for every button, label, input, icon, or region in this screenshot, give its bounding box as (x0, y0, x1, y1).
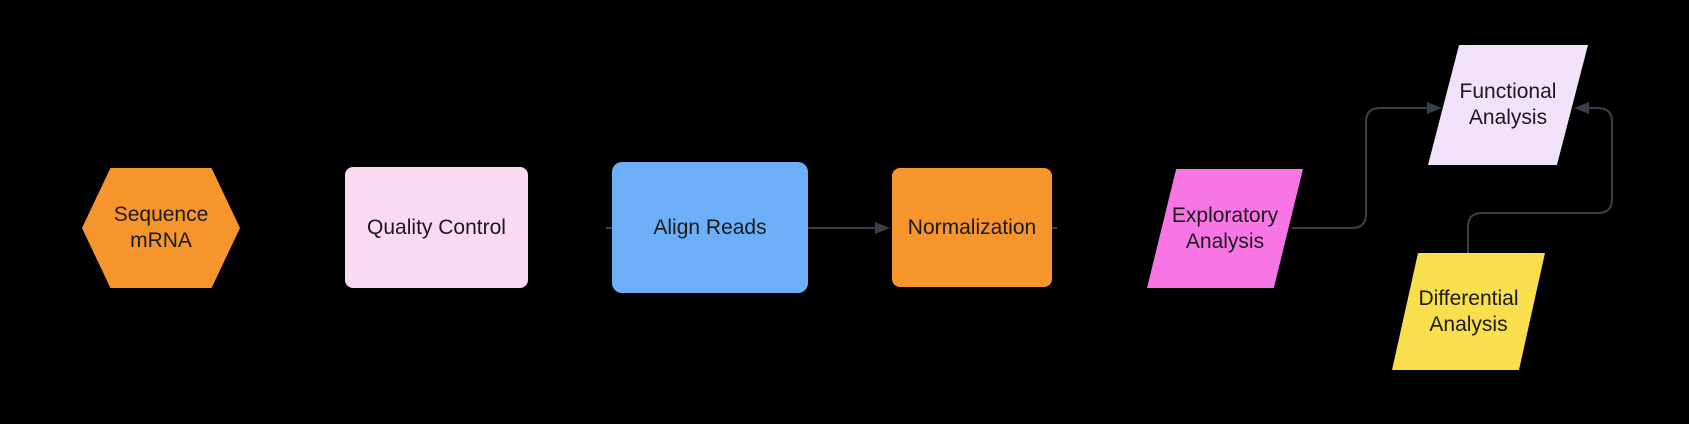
arrowhead-right-icon (1427, 102, 1442, 114)
node-differential-analysis-label: Differential Analysis (1418, 286, 1519, 336)
arrowhead-left-icon (1574, 102, 1589, 114)
node-normalization-label: Normalization (907, 215, 1037, 239)
edge-line (1467, 107, 1613, 253)
edge-align-reads-to-normalization[interactable] (808, 222, 890, 234)
node-align-reads[interactable]: Align Reads (612, 162, 808, 293)
node-functional-analysis-label: Functional Analysis (1459, 80, 1557, 129)
edge-line (1292, 107, 1427, 229)
node-quality-control[interactable]: Quality Control (345, 167, 528, 288)
node-exploratory-analysis-label: Exploratory Analysis (1171, 203, 1279, 253)
arrowhead-right-icon (875, 222, 890, 234)
node-quality-control-label: Quality Control (367, 215, 506, 239)
node-normalization[interactable]: Normalization (892, 168, 1052, 287)
edge-differential-to-functional[interactable] (1467, 102, 1613, 253)
node-sequence-mrna[interactable]: Sequence mRNA (82, 168, 240, 288)
edge-exploratory-to-functional[interactable] (1292, 102, 1442, 229)
node-differential-analysis[interactable]: Differential Analysis (1392, 253, 1545, 370)
node-align-reads-label: Align Reads (653, 215, 767, 239)
node-sequence-mrna-label: Sequence mRNA (113, 203, 209, 252)
